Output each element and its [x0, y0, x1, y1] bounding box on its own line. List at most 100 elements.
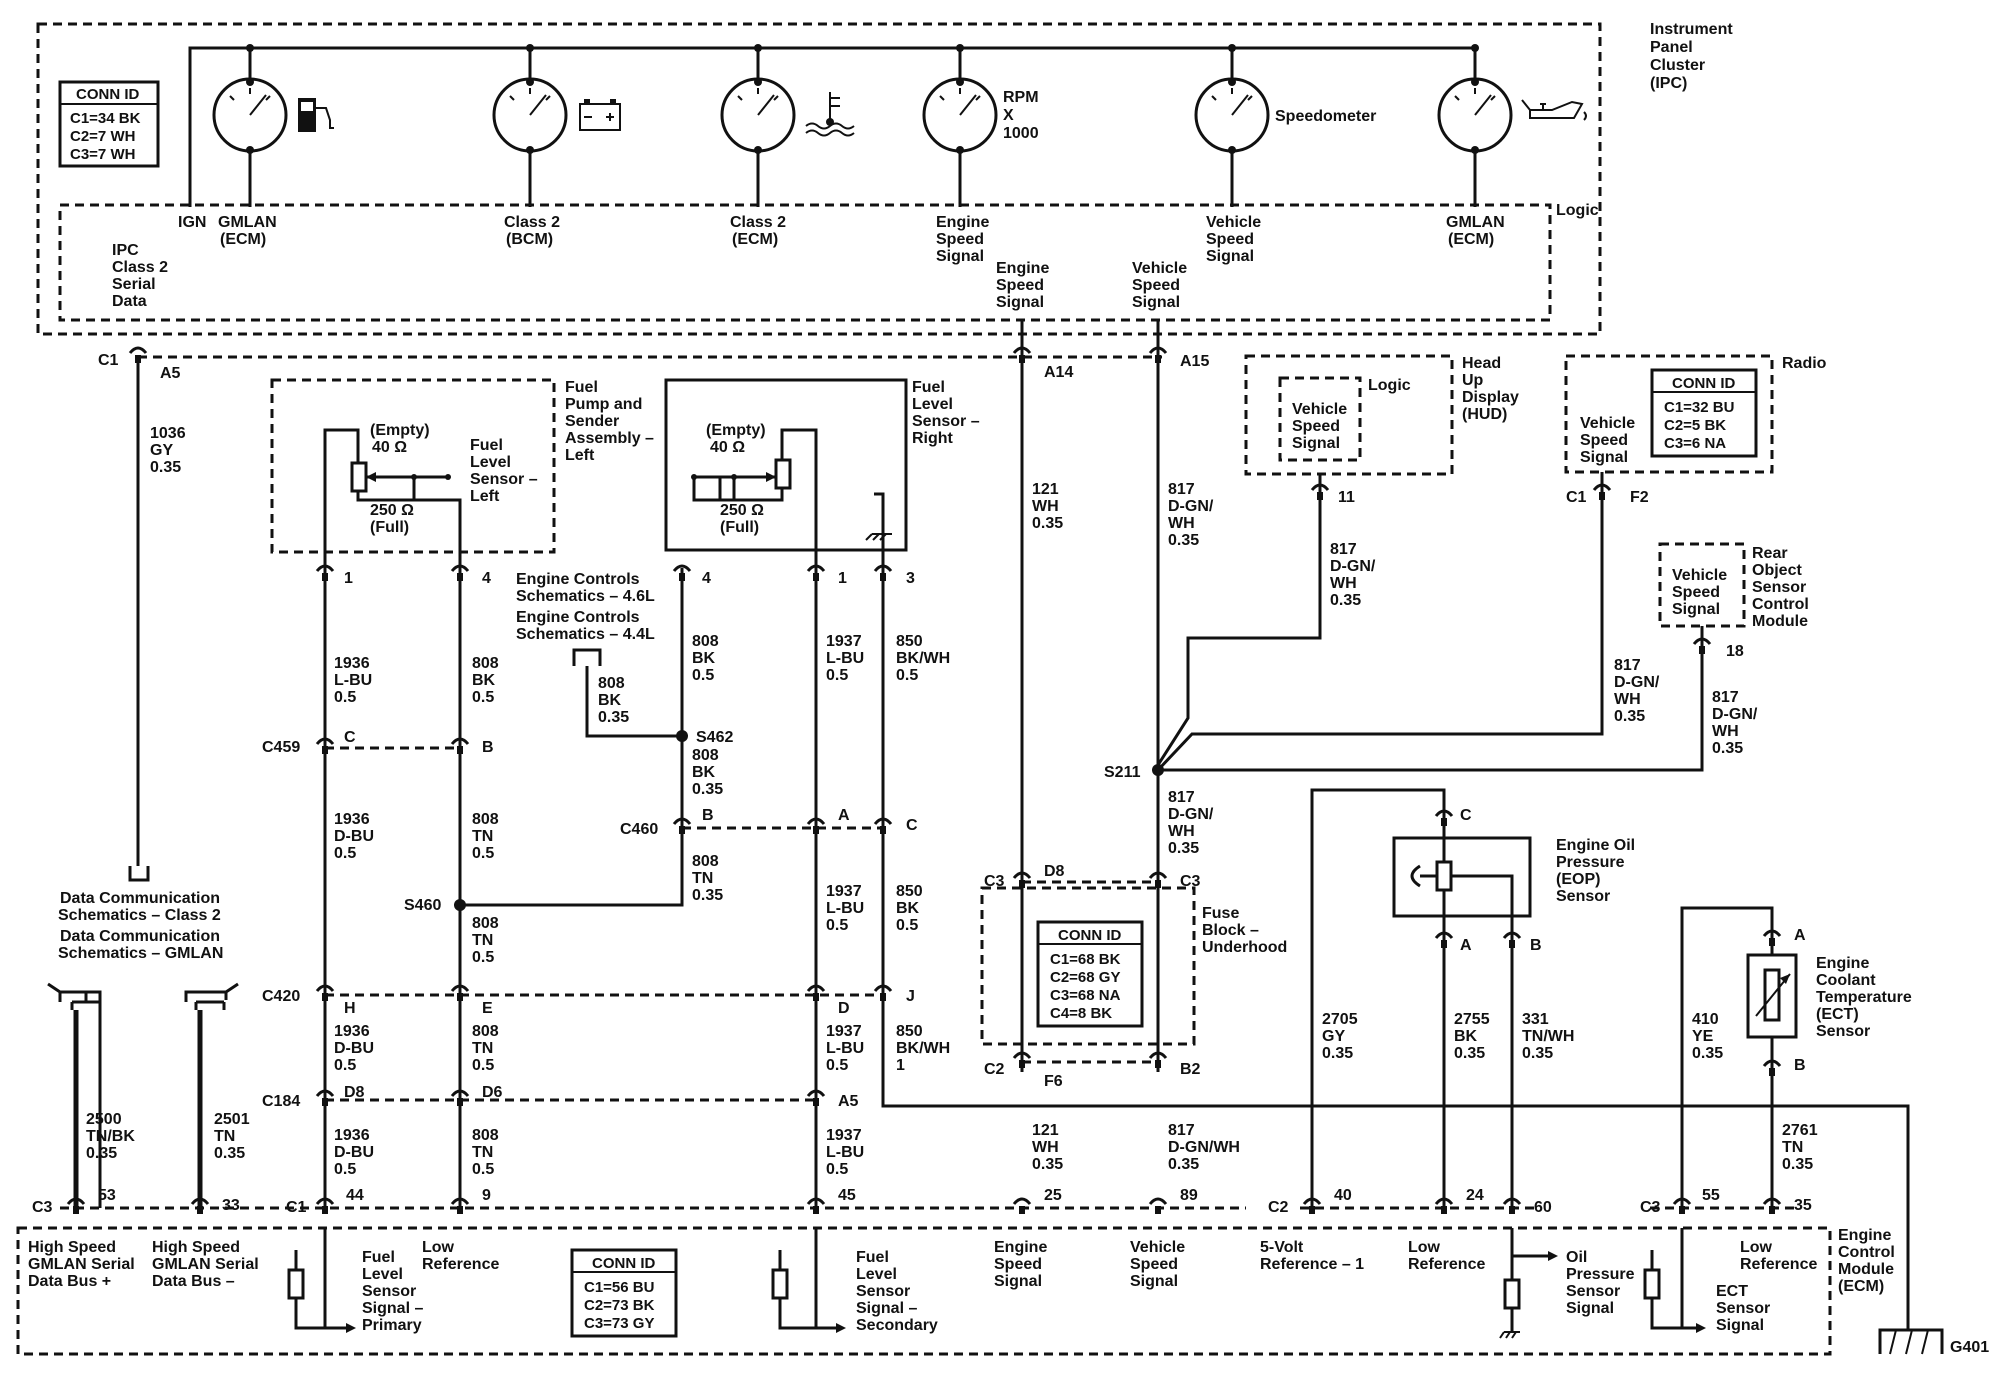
eop-sensor: Engine Oil Pressure (EOP) Sensor	[1556, 837, 1635, 905]
module-name: (ECT)	[1816, 1006, 1859, 1023]
terminal-label: Vehicle	[1130, 1239, 1185, 1256]
module-name: Sensor	[1556, 888, 1610, 905]
wires	[47, 320, 1910, 1316]
ipc-input-gmlan-2: GMLAN	[1446, 214, 1505, 231]
wire-label: 0.35	[1168, 840, 1199, 857]
terminal-label: Speed	[994, 1256, 1042, 1273]
terminal-label: Reference	[422, 1256, 499, 1273]
connector-pin	[135, 355, 141, 363]
pin-label: C	[1460, 807, 1472, 824]
ipc-conn-id: CONN ID C1=34 BK C2=7 WH C3=7 WH	[58, 80, 160, 168]
connector-cavity	[806, 984, 826, 992]
pin-label: C	[906, 817, 918, 834]
wire-label: 0.5	[334, 845, 356, 862]
conn-id-line: C4=8 BK	[1050, 1005, 1112, 1022]
ipc-input-gmlan: (ECM)	[220, 231, 266, 248]
module-name: Sender	[565, 413, 619, 430]
terminal-label: Signal –	[856, 1300, 917, 1317]
terminal-label: Signal	[1716, 1317, 1764, 1334]
connector-cavity	[1762, 929, 1782, 937]
signal-label: Vehicle	[1672, 567, 1727, 584]
connector-cavity	[1148, 1197, 1168, 1205]
speedometer-label: Speedometer	[1275, 108, 1376, 125]
wire-label: 817	[1168, 1122, 1195, 1139]
wire-label: 2705	[1322, 1011, 1358, 1028]
reference-label: Schematics – Class 2	[58, 907, 221, 924]
pin-label: 4	[482, 570, 491, 587]
connector-cavity	[1148, 346, 1168, 354]
wire-label: 808	[472, 811, 499, 828]
wire-label: GY	[1322, 1028, 1345, 1045]
connector-cavity	[1692, 637, 1712, 645]
connector-cavity	[672, 564, 692, 572]
wire-label: 817	[1614, 657, 1641, 674]
wire-label: 0.35	[1032, 1156, 1063, 1173]
ohm-label: 40 Ω	[372, 439, 407, 456]
wire-label: 808	[472, 915, 499, 932]
wire-label: BK	[1454, 1028, 1478, 1045]
module-name: Assembly –	[565, 430, 654, 447]
wire-label: 850	[896, 1023, 923, 1040]
logic-label: Logic	[1368, 377, 1411, 394]
signal-label: Speed	[1580, 432, 1628, 449]
connector-pin	[1769, 1206, 1775, 1214]
rpm-label: 1000	[1003, 125, 1039, 142]
connector-cavity	[1012, 1197, 1032, 1205]
connector-pin	[679, 573, 685, 581]
pin-label: B2	[1180, 1061, 1201, 1078]
pin-label: H	[344, 1000, 356, 1017]
pin-label: A	[1794, 927, 1806, 944]
terminal-label: Reference	[1740, 1256, 1817, 1273]
conn-id-line: C2=7 WH	[70, 128, 135, 145]
connector-pin	[1019, 355, 1025, 363]
module-name: (HUD)	[1462, 406, 1507, 423]
connector-cavity	[315, 564, 335, 572]
wire-label: 0.5	[826, 1057, 848, 1074]
wire-label: D-BU	[334, 1144, 374, 1161]
wire-label: 0.5	[826, 667, 848, 684]
connector-label: C184	[262, 1093, 300, 1110]
ipc-input-class2-ecm: Class 2	[730, 214, 786, 231]
rear-object-sensor-module: Vehicle Speed Signal Rear Object Sensor …	[1658, 542, 1809, 630]
module-name: Engine	[1816, 955, 1869, 972]
module-name: Head	[1462, 355, 1501, 372]
ohm-label: 40 Ω	[710, 439, 745, 456]
pin-label: A15	[1180, 353, 1209, 370]
wire-label: 817	[1712, 689, 1739, 706]
ground-label: G401	[1950, 1339, 1989, 1356]
wire-label: 1936	[334, 811, 370, 828]
connector-cavity	[450, 984, 470, 992]
connector-pin	[1309, 1206, 1315, 1214]
pin-label: 89	[1180, 1187, 1198, 1204]
connector-cavity	[450, 564, 470, 572]
ecm-module: Engine Control Module (ECM) CONN ID C1=5…	[16, 1226, 1895, 1356]
ipc-vehicle-speed-out: Vehicle	[1132, 260, 1187, 277]
ohm-label: 250 Ω	[720, 502, 764, 519]
connector-pin	[457, 1206, 463, 1214]
ohm-label: 250 Ω	[370, 502, 414, 519]
pin-label: D8	[1044, 863, 1065, 880]
terminal-label: Signal	[994, 1273, 1042, 1290]
module-name: Engine	[1838, 1227, 1891, 1244]
wire-label: L-BU	[334, 672, 372, 689]
wire-label: D-BU	[334, 828, 374, 845]
connector-pin	[1019, 880, 1025, 888]
wire-label: BK	[692, 650, 716, 667]
pin-label: 40	[1334, 1187, 1352, 1204]
connector-pin	[1769, 1068, 1775, 1076]
rpm-label: X	[1003, 107, 1014, 124]
wire-label: TN	[472, 932, 493, 949]
terminal-label: Fuel	[856, 1249, 889, 1266]
wire-label: BK	[896, 900, 920, 917]
module-name: Radio	[1782, 355, 1827, 372]
ipc-input-gmlan: GMLAN	[218, 214, 277, 231]
module-name: (ECM)	[1838, 1278, 1884, 1295]
wire-label: 1937	[826, 883, 862, 900]
connector-pin	[1317, 492, 1323, 500]
pin-label: F2	[1630, 489, 1649, 506]
wire-label: D-BU	[334, 1040, 374, 1057]
wire-label: 0.35	[150, 459, 181, 476]
wire-label: WH	[1168, 515, 1195, 532]
pin-label: 4	[702, 570, 711, 587]
